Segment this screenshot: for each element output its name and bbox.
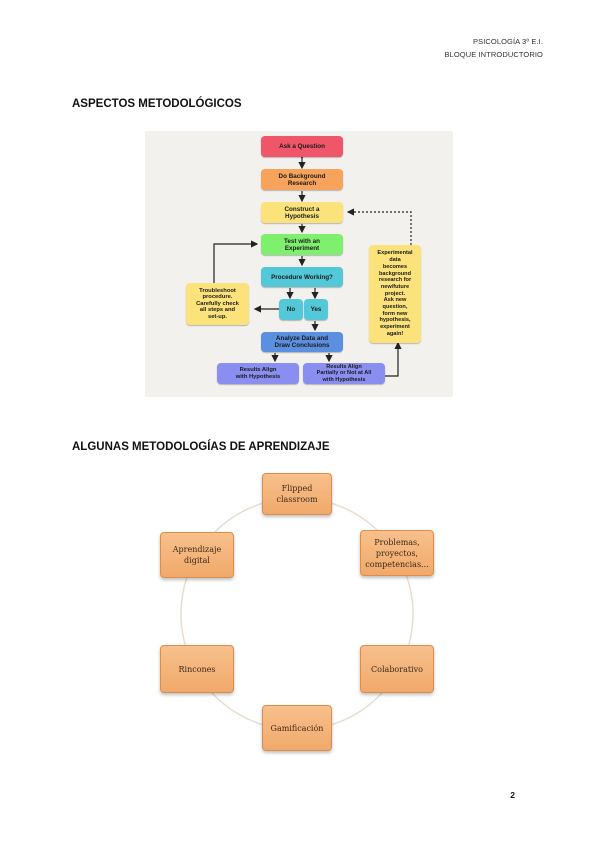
learning-methodologies-cycle: Flipped classroom Problemas,proyectos,com… [145,465,455,765]
experimental-label-3: becomes [382,263,408,270]
align-label-2: with Hypothesis [235,373,281,380]
experimental-label-9: question, [382,304,408,311]
digital-label-1: Aprendizaje [172,545,222,554]
procedure-working-label: Procedure Working? [271,273,333,281]
troubleshoot-label-5: set-up. [207,313,227,320]
test-label-1: Test with an [284,237,320,245]
header-block: BLOQUE INTRODUCTORIO [444,50,543,59]
no-box: No [279,299,303,320]
flipped-label-2: classroom [276,495,318,504]
cycle-node-problemas: Problemas,proyectos,competencias... [360,530,434,576]
troubleshoot-label-4: all steps and [199,307,236,314]
troubleshoot-label-3: Carefully check [196,300,239,307]
experimental-label-1: Experimental [377,250,413,257]
troubleshoot-label-2: procedure. [202,294,233,301]
partial-label-3: with Hypothesis [322,376,366,383]
colaborativo-label: Colaborativo [371,664,423,674]
ask-question-box: Ask a Question [261,136,343,157]
cycle-node-digital: Aprendizaje digital [160,532,234,578]
experimental-label-8: Ask new [383,297,407,304]
yes-label: Yes [310,306,322,313]
yes-box: Yes [304,299,328,320]
procedure-working-box: Procedure Working? [261,267,343,287]
cycle-node-flipped: Flipped classroom [262,473,332,515]
cycle-node-colaborativo: Colaborativo [360,645,434,693]
troubleshoot-box: Troubleshoot procedure. Carefully check … [186,283,249,325]
page-number: 2 [510,790,515,800]
experimental-data-box: Experimental data becomes background res… [369,245,421,343]
problemas-label-3: competencias... [365,559,429,569]
no-label: No [286,306,296,313]
experimental-label-5: research for [378,277,412,284]
hypothesis-label-2: Hypothesis [285,212,319,220]
analyze-label-1: Analyze Data and [275,335,329,342]
flipped-label-1: Flipped [281,484,313,493]
experimental-label-12: experiment [380,324,410,331]
background-label-1: Do Background [278,172,326,180]
experimental-label-4: background [378,270,411,277]
experimental-label-13: again! [386,330,404,337]
problemas-label-1: Problemas, [374,537,420,547]
analyze-label-2: Draw Conclusions [274,342,330,349]
section-title-aspectos: ASPECTOS METODOLÓGICOS [72,98,242,110]
rincones-label: Rincones [178,664,216,674]
hypothesis-label-1: Construct a [284,205,320,213]
partial-label-1: Results Align [326,364,362,371]
experimental-label-2: data [389,257,401,264]
experimental-label-6: new/future [380,283,410,290]
flowchart-arrows [213,152,412,377]
troubleshoot-label-1: Troubleshoot [199,287,236,294]
cycle-node-rincones: Rincones [160,645,234,693]
experimental-label-11: hypothesis, [379,317,411,324]
header-course: PSICOLOGÍA 3º E.I. [473,37,543,46]
experimental-label-7: project. [384,290,406,297]
align-label-1: Results Align [239,367,277,373]
partial-label-2: Partially or Not at All [316,370,372,377]
test-label-2: Experiment [284,244,320,252]
digital-label-2: digital [184,556,210,565]
section-title-metodologias: ALGUNAS METODOLOGÍAS DE APRENDIZAJE [72,441,330,453]
cycle-node-gamificacion: Gamificación [262,705,332,751]
ask-question-label: Ask a Question [279,143,325,150]
background-label-2: Research [287,179,317,187]
problemas-label-2: proyectos, [375,548,419,558]
gamificacion-label: Gamificación [270,723,324,733]
experimental-label-10: form new [382,310,408,317]
